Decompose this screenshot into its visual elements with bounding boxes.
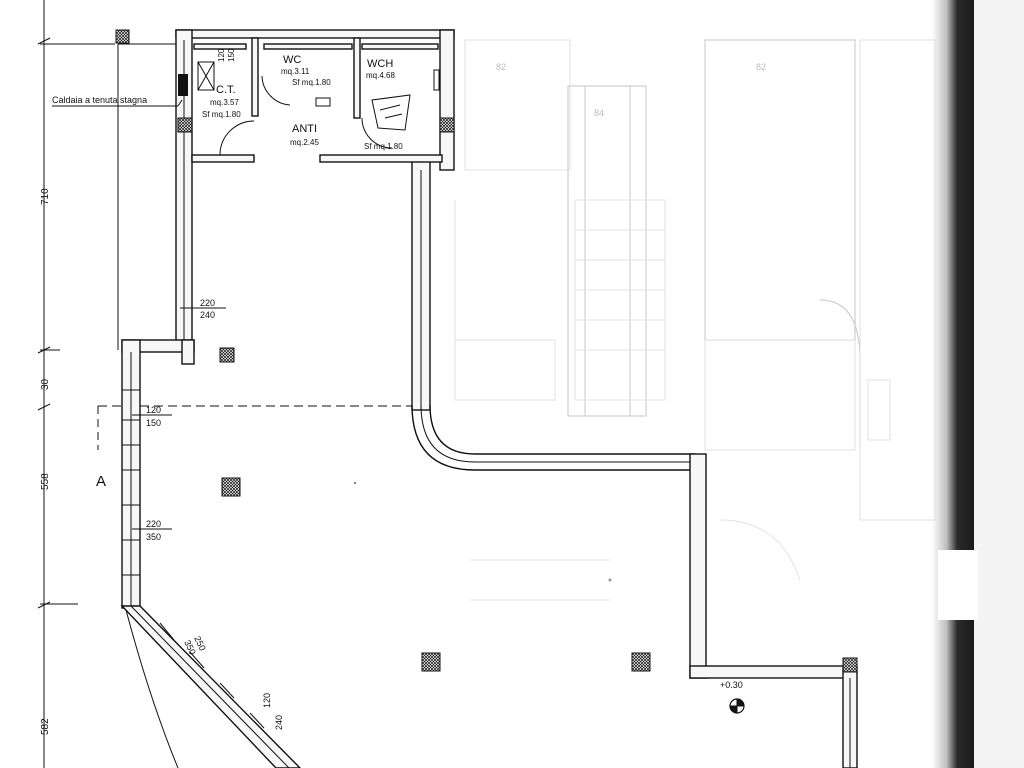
dimension-label: 710: [40, 188, 51, 205]
background-adjacent-units: 82 82 84: [454, 39, 936, 601]
ghost-label: 82: [756, 62, 766, 72]
svg-text:150: 150: [146, 418, 161, 428]
opening-labels: 220 240 120 150 220 350 250 350 120 240: [132, 298, 284, 730]
structural-pillars: [115, 29, 858, 673]
exterior-walls: [120, 29, 858, 768]
service-block-partitions: [178, 37, 443, 163]
dimension-label: 582: [40, 718, 51, 735]
door-swing-arc: [125, 609, 179, 768]
ghost-label: 82: [496, 62, 506, 72]
window-ticks-left: [122, 389, 265, 729]
scan-shadow-gap: [938, 550, 978, 620]
svg-text:220: 220: [200, 298, 215, 308]
room-sf-ct: Sf mq.1.80: [202, 110, 241, 119]
room-area-wch: mq.4.68: [366, 71, 395, 80]
dimension-label: 558: [40, 473, 51, 490]
svg-text:150: 150: [227, 48, 236, 62]
svg-text:Caldaia a tenuta stagna: Caldaia a tenuta stagna: [52, 95, 147, 105]
svg-text:220: 220: [146, 519, 161, 529]
section-marker: A: [96, 473, 106, 490]
room-sf-wc: Sf mq.1.80: [292, 78, 331, 87]
ghost-label: 84: [594, 108, 604, 118]
section-line-a: A: [96, 405, 420, 490]
level-label: +0.30: [720, 680, 743, 690]
scan-shadow: [932, 0, 974, 768]
room-name-anti: ANTI: [292, 123, 317, 135]
scan-shadow-light: [974, 0, 1024, 768]
svg-text:350: 350: [146, 532, 161, 542]
svg-text:120: 120: [146, 405, 161, 415]
room-area-wc: mq.3.11: [281, 67, 310, 76]
svg-text:240: 240: [274, 715, 284, 730]
room-name-ct: C.T.: [216, 84, 236, 96]
room-labels: C.T. mq.3.57 Sf mq.1.80 WC mq.3.11 Sf mq…: [202, 54, 403, 151]
left-dimension-chain: 710 30 558 582: [37, 0, 115, 768]
level-marker: +0.30: [720, 680, 745, 714]
room-name-wc: WC: [283, 54, 301, 66]
room-sf-wch: Sf mq.1.80: [364, 142, 403, 151]
boiler-note: Caldaia a tenuta stagna: [52, 95, 183, 107]
room-name-wch: WCH: [367, 58, 393, 70]
svg-text:120: 120: [217, 48, 226, 62]
opening-label-ct: 120 150: [217, 48, 236, 62]
svg-text:120: 120: [262, 693, 272, 708]
room-area-ct: mq.3.57: [210, 98, 239, 107]
svg-text:240: 240: [200, 310, 215, 320]
room-area-anti: mq.2.45: [290, 138, 319, 147]
dimension-label: 30: [40, 378, 51, 390]
